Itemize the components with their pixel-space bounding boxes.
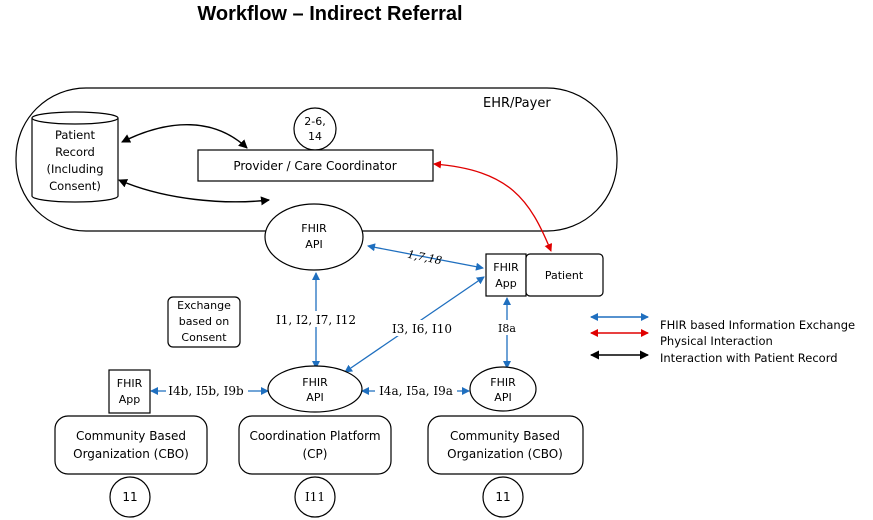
cbo-left-app-line-2: App <box>119 393 141 406</box>
cbo-left-fhir-app <box>108 369 151 414</box>
provider-step-line-2: 14 <box>308 130 322 143</box>
patient-record-database: Patient Record (Including Consent) <box>31 111 119 203</box>
patient-label: Patient <box>545 269 584 282</box>
cp-api-line-2: API <box>306 391 323 404</box>
legend-record-label: Interaction with Patient Record <box>660 351 838 365</box>
edge-label-cbo-left-cp: I4b, I5b, I9b <box>168 384 244 398</box>
edge-label-bg-patient-cbo <box>496 320 518 335</box>
patient-app-line-2: App <box>495 277 517 290</box>
cp-line-2: (CP) <box>303 447 328 461</box>
legend-physical-label: Physical Interaction <box>660 334 773 348</box>
exchange-note-line-2: based on <box>179 315 229 328</box>
legend-fhir-label: FHIR based Information Exchange <box>660 318 855 332</box>
ehr-fhir-api-line-2: API <box>305 238 322 251</box>
edge-label-patient-cbo: I8a <box>498 322 516 335</box>
cbo-right-line-2: Organization (CBO) <box>447 447 563 461</box>
exchange-note-box <box>167 296 241 348</box>
cbo-left-step: 11 <box>122 490 137 504</box>
legend: FHIR based Information Exchange Physical… <box>590 313 855 365</box>
cbo-right-fhir-api <box>469 366 537 412</box>
cp-step: I11 <box>305 490 325 504</box>
provider-step-line-1: 2-6, <box>304 115 325 128</box>
ehr-patient-app-arrow <box>367 243 484 271</box>
provider-box <box>197 149 434 182</box>
cbo-left-line-2: Organization (CBO) <box>73 447 189 461</box>
cbo-right-box <box>427 415 584 475</box>
edge-label-cp-cbo-right: I4a, I5a, I9a <box>379 384 453 398</box>
cbo-right-step: 11 <box>495 490 510 504</box>
patient-record-line-2: Record <box>55 145 95 159</box>
patient-record-line-3: (Including <box>46 162 103 176</box>
edge-label-bg-patient-cp <box>390 320 458 336</box>
edge-label-ehr-cp: I1, I2, I7, I12 <box>276 313 356 327</box>
edge-label-ehr-patient: 1,7,18 <box>406 248 443 267</box>
cp-step-circle <box>294 476 336 518</box>
ehr-payer-label: EHR/Payer <box>483 96 551 111</box>
cp-line-1: Coordination Platform <box>249 429 380 443</box>
cp-fhir-api <box>267 365 363 413</box>
cbo-right-step-circle <box>482 476 524 518</box>
record-api-arrow <box>118 179 270 206</box>
patient-app-line-1: FHIR <box>493 261 519 274</box>
cbo-right-api-line-2: API <box>494 391 511 404</box>
cbo-left-app-line-1: FHIR <box>117 377 143 390</box>
patient-record-line-4: Consent) <box>49 179 101 193</box>
patient-record-line-1: Patient <box>55 128 96 142</box>
exchange-note-line-3: Consent <box>181 331 227 344</box>
page-title: Workflow – Indirect Referral <box>197 3 463 25</box>
exchange-note-line-1: Exchange <box>177 299 231 312</box>
ehr-fhir-api-line-1: FHIR <box>301 222 327 235</box>
cp-box <box>238 415 392 475</box>
physical-interaction-arrow <box>433 160 553 252</box>
edge-label-bg-cbo-left-cp <box>166 383 248 399</box>
provider-label: Provider / Care Coordinator <box>233 159 396 173</box>
edge-label-patient-cp: I3, I6, I10 <box>392 322 452 336</box>
cbo-left-box <box>54 415 208 475</box>
ehr-fhir-api <box>264 203 364 271</box>
cbo-right-line-1: Community Based <box>450 429 560 443</box>
cbo-right-api-line-1: FHIR <box>490 376 516 389</box>
cbo-left-line-1: Community Based <box>76 429 186 443</box>
edge-label-bg-ehr-cp <box>275 311 357 327</box>
cbo-left-step-circle <box>109 476 151 518</box>
cp-api-line-1: FHIR <box>302 376 328 389</box>
record-provider-arrow <box>121 124 248 149</box>
patient-box <box>525 253 604 297</box>
edge-label-bg-cp-cbo-right <box>375 383 457 399</box>
